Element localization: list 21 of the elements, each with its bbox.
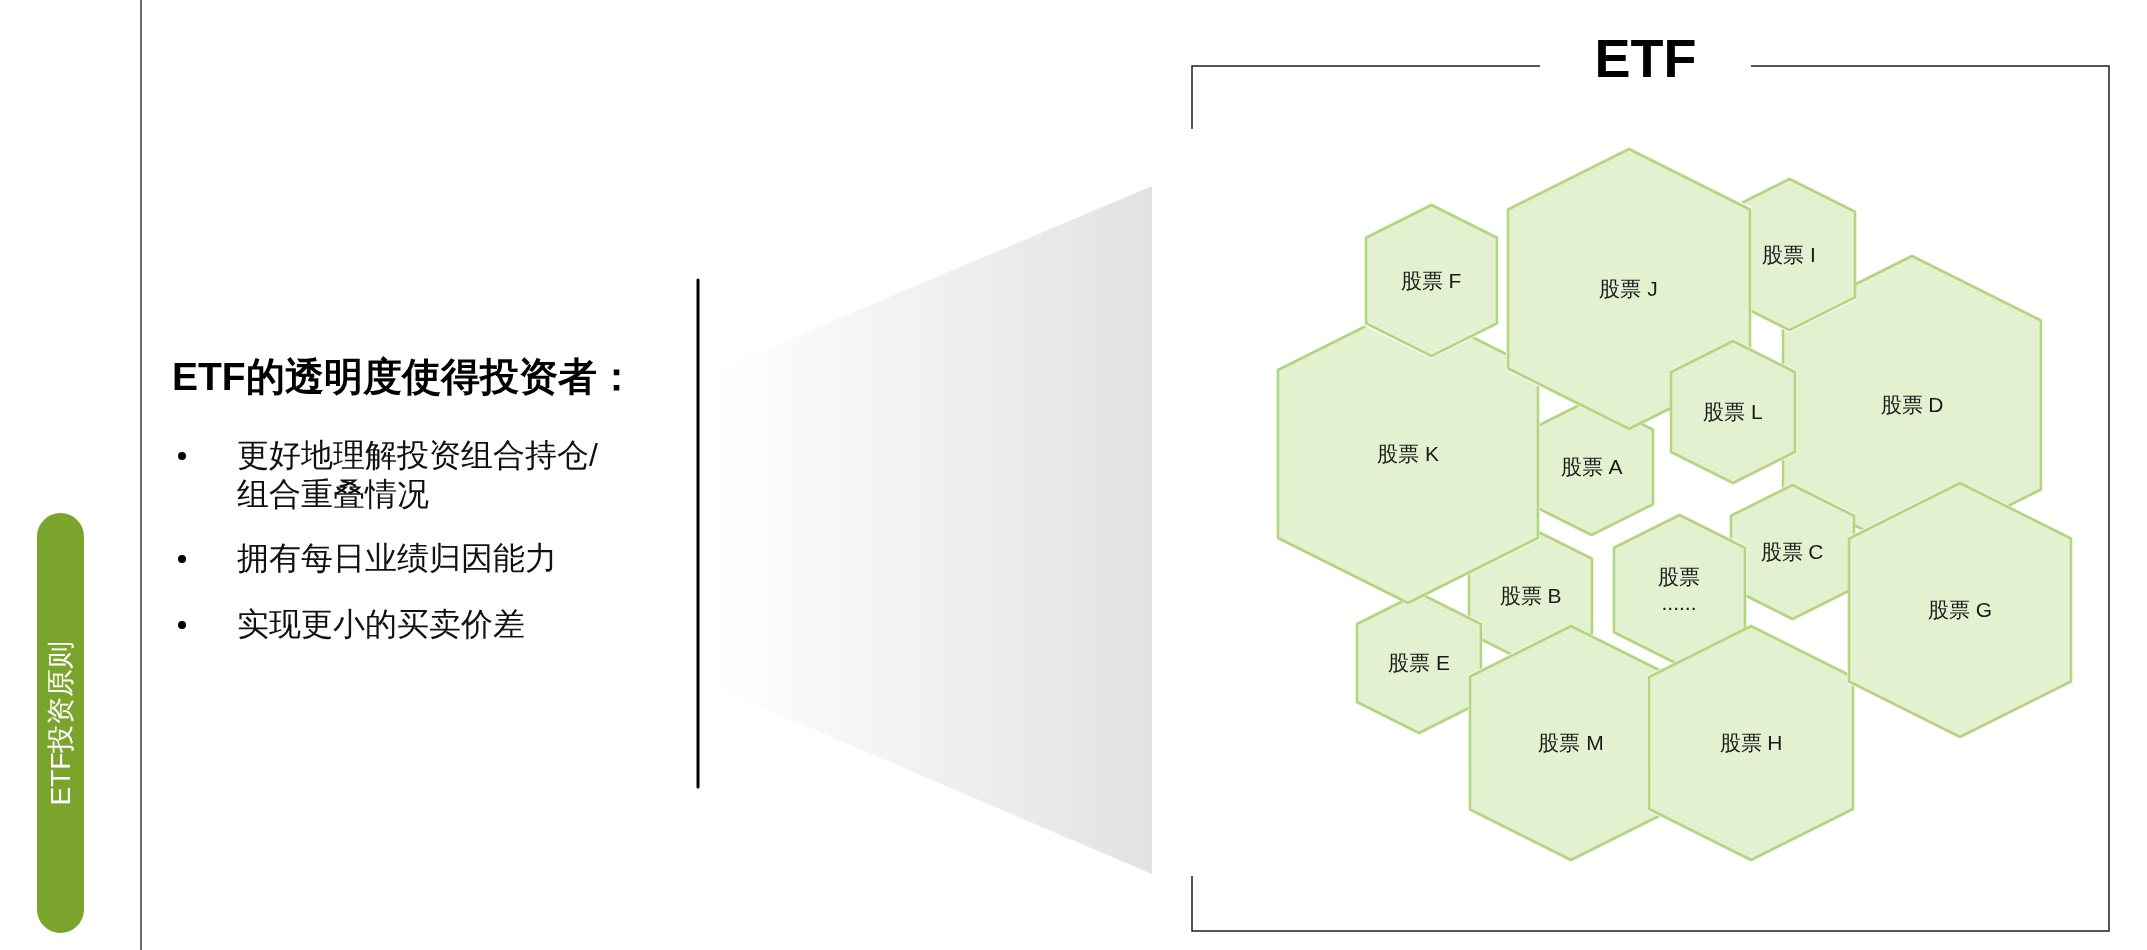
stock-label: 股票 A	[1560, 454, 1623, 480]
bullet-text: 实现更小的买卖价差	[237, 605, 525, 644]
stock-label: 股票 K	[1377, 441, 1439, 467]
stock-label: 股票 C	[1760, 539, 1824, 565]
stock-label: 股票 M	[1538, 730, 1604, 756]
frame-title: ETF	[1594, 28, 1697, 88]
section-tab	[37, 513, 84, 933]
stock-label: 股票 L	[1703, 399, 1763, 425]
stock-label: 股票 B	[1499, 583, 1562, 609]
stock-label: 股票 ......	[1658, 564, 1700, 616]
bullet-text: 拥有每日业绩归因能力	[237, 539, 557, 578]
heading: ETF的透明度使得投资者：	[172, 355, 636, 399]
section-label: ETF投资原则	[44, 640, 77, 806]
stock-label: 股票 G	[1927, 597, 1993, 623]
stock-label: 股票 F	[1400, 268, 1462, 294]
stock-label: 股票 E	[1388, 650, 1450, 676]
stock-label: 股票 J	[1599, 276, 1658, 302]
stock-label: 股票 D	[1880, 392, 1944, 418]
stock-label: 股票 I	[1762, 242, 1816, 268]
stock-label: 股票 H	[1719, 730, 1783, 756]
bullet-text: 更好地理解投资组合持仓/组合重叠情况	[237, 436, 599, 514]
